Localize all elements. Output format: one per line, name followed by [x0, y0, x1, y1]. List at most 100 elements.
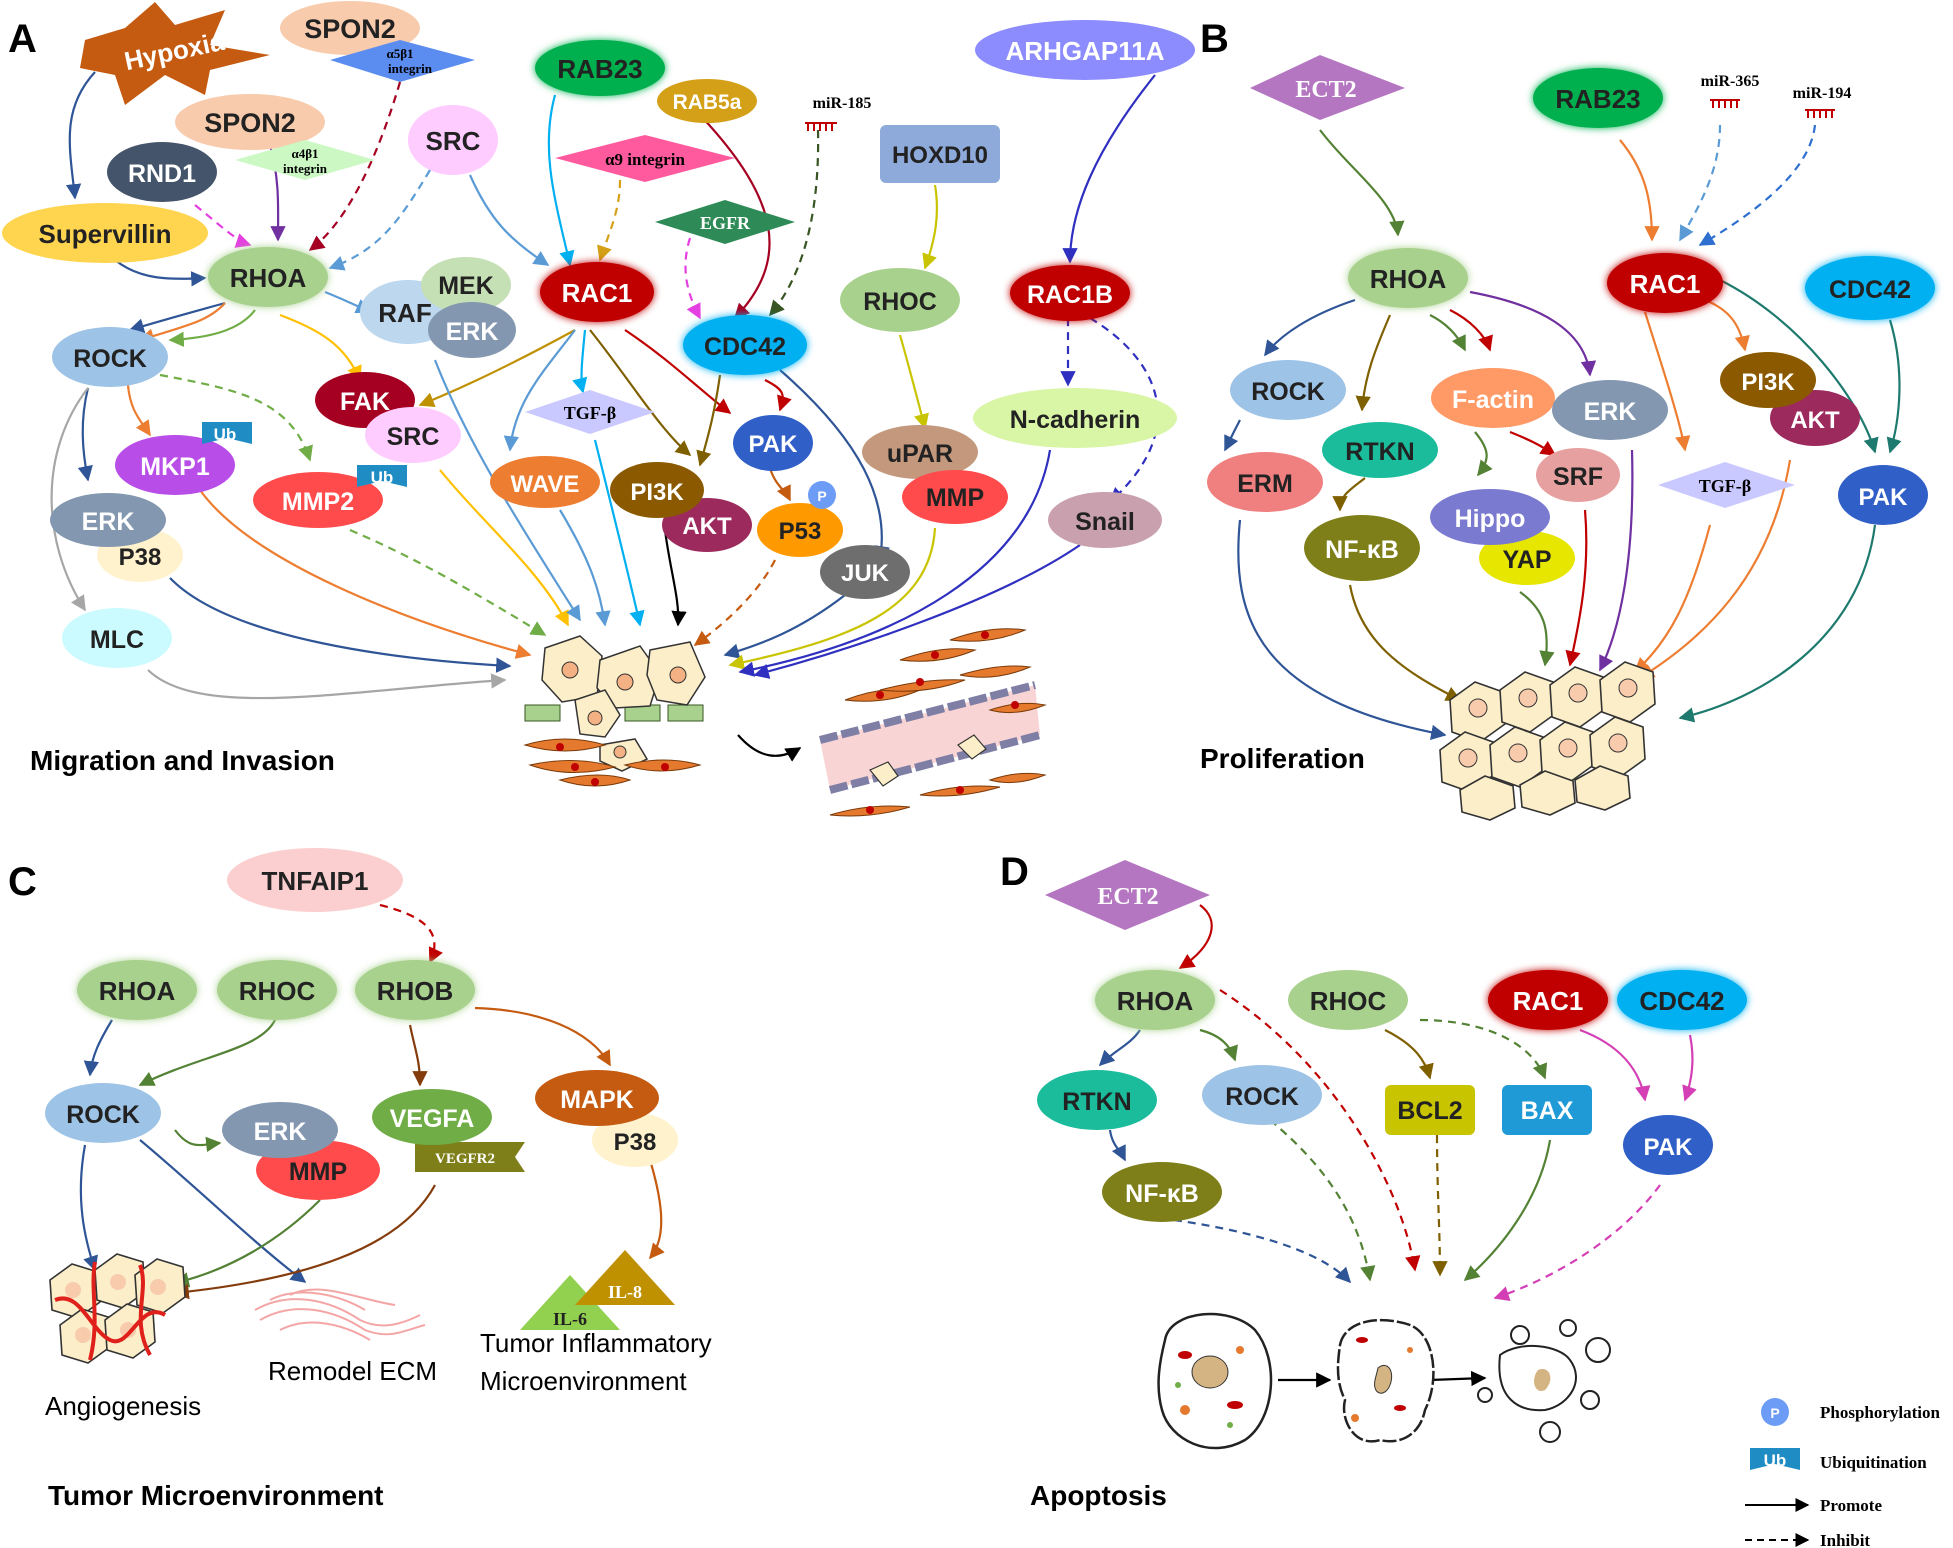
hippo-yap-node: YAP Hippo: [1430, 489, 1575, 585]
svg-text:CDC42: CDC42: [704, 333, 786, 361]
pi3k-akt-node-b: AKT PI3K: [1720, 352, 1860, 446]
arrow-rac1-pak: [624, 329, 732, 414]
svg-text:Ub: Ub: [371, 468, 394, 487]
svg-text:SRC: SRC: [387, 423, 440, 451]
angiogenesis-label: Angiogenesis: [45, 1391, 201, 1421]
rab23-node-a: RAB23: [535, 40, 665, 96]
arrow-rhoa-rock-c: [83, 1019, 113, 1077]
arrow-egfr-cdc42: [684, 237, 701, 320]
rtkn-node-d: RTKN: [1037, 1070, 1157, 1130]
src-node: SRC: [408, 105, 498, 175]
arrow-mir185-cdc42: [768, 129, 820, 317]
arrow-pak-apop: [1493, 1184, 1661, 1302]
arrow-rac1-pak-b: [1719, 279, 1879, 454]
tgfb-node-a: TGF-β: [525, 390, 655, 434]
remodel-ecm-label: Remodel ECM: [268, 1356, 437, 1386]
apoptosis-illustration: [1157, 1312, 1611, 1450]
arrow-rock-apop: [1269, 1119, 1376, 1282]
svg-text:α5β1: α5β1: [386, 46, 413, 61]
arrow-tgfb-cells: [593, 439, 645, 627]
svg-text:α4β1: α4β1: [291, 146, 318, 161]
cdc42-node-b: CDC42: [1805, 256, 1935, 320]
fak-src-node: FAK SRC: [315, 372, 461, 463]
panel-a-caption: Migration and Invasion: [30, 745, 335, 776]
svg-text:ROCK: ROCK: [73, 345, 147, 373]
svg-text:Ub: Ub: [1764, 1451, 1787, 1470]
svg-text:RND1: RND1: [128, 160, 196, 188]
rac1-node-d: RAC1: [1488, 970, 1608, 1030]
proliferating-cells-illustration: [1439, 661, 1656, 821]
panel-b-caption: Proliferation: [1200, 743, 1365, 774]
arrow-p38-cells: [169, 577, 512, 673]
arrow-rock-mlc: [50, 387, 89, 612]
arrow-cdc42-juk: [779, 369, 890, 562]
a9-integrin-node: α9 integrin: [555, 135, 735, 182]
rhoc-node-d: RHOC: [1288, 970, 1408, 1030]
svg-text:P38: P38: [119, 544, 162, 571]
ubiquitination-icon: [1750, 1448, 1800, 1470]
arrow-rac1-tgfb: [572, 329, 588, 394]
arrow-nfkb-cells: [1348, 584, 1462, 701]
arrow-p53-cells: [693, 559, 776, 646]
legend-promote: Promote: [1745, 1496, 1882, 1515]
arrow-mmp-angio: [173, 1199, 321, 1288]
arrow-mmp-cells: [728, 527, 937, 670]
ecm-illustration: [254, 1288, 426, 1341]
svg-text:Ubiquitination: Ubiquitination: [1820, 1453, 1927, 1472]
mlc-node: MLC: [62, 608, 172, 668]
panel-c: C TNFAIP1 RHOA RHOC RHOB: [8, 848, 712, 1511]
svg-text:MEK: MEK: [438, 272, 494, 300]
arrow-arhgap-rac1b: [1062, 74, 1156, 264]
arrow-yap-cells: [1519, 591, 1555, 667]
svg-text:Hippo: Hippo: [1455, 505, 1526, 533]
p53-node: P53 P: [757, 481, 843, 557]
mkp1-node: MKP1 Ub: [115, 422, 252, 495]
svg-text:AKT: AKT: [1790, 407, 1840, 434]
pi3k-akt-node-a: AKT PI3K: [610, 462, 752, 552]
arrow-mlc-cells: [147, 669, 507, 700]
arrow-mmp2-cells: [349, 528, 547, 636]
svg-text:RAC1: RAC1: [562, 278, 633, 308]
arrow-nfkb-apop: [1159, 1216, 1352, 1284]
panel-b: B: [1200, 17, 1935, 821]
arrow-rock-ecm: [139, 1139, 307, 1283]
svg-text:TNFAIP1: TNFAIP1: [262, 866, 369, 896]
panel-b-letter: B: [1200, 17, 1229, 61]
arrow-rhoc-upar: [898, 334, 929, 430]
svg-text:F-actin: F-actin: [1452, 386, 1534, 414]
arrow-p38-il: [648, 1159, 665, 1260]
arrow-rhoa-rtkn: [1355, 314, 1392, 412]
rab23-node-b: RAB23: [1533, 68, 1663, 128]
arrow-mir365-rac1: [1679, 124, 1722, 242]
svg-text:SPON2: SPON2: [204, 108, 296, 138]
arrow-src-rac1: [468, 174, 550, 266]
mapk-p38-node: P38 MAPK: [535, 1070, 678, 1167]
svg-text:ARHGAP11A: ARHGAP11A: [1006, 36, 1165, 66]
svg-text:P53: P53: [779, 518, 822, 545]
arrow-rhoa-apop: [1219, 989, 1421, 1272]
svg-text:RAC1B: RAC1B: [1027, 281, 1113, 309]
arrow-rtkn-nfkb-d: [1108, 1129, 1126, 1162]
svg-text:PI3K: PI3K: [630, 479, 684, 506]
arrow-rnd1-rhoa: [194, 204, 252, 248]
nfkb-node-b: NF-κB: [1304, 515, 1420, 581]
arrow-rhoa-rock-d: [1199, 1028, 1238, 1062]
svg-text:ECT2: ECT2: [1295, 77, 1356, 103]
arrow-bax-apop: [1463, 1139, 1552, 1282]
egfr-node: EGFR: [655, 200, 795, 244]
arrow-cdc42-pak: [764, 379, 792, 412]
svg-text:TGF-β: TGF-β: [564, 403, 616, 423]
svg-text:HOXD10: HOXD10: [892, 142, 988, 169]
rhob-node: RHOB: [355, 960, 475, 1020]
svg-text:RAB5a: RAB5a: [673, 91, 742, 114]
panel-d-letter: D: [1000, 850, 1029, 894]
rhoc-node-a: RHOC: [840, 268, 960, 332]
svg-text:CDC42: CDC42: [1639, 986, 1724, 1016]
svg-text:PAK: PAK: [1859, 484, 1909, 511]
supervillin-node: Supervillin: [2, 203, 208, 263]
svg-text:Snail: Snail: [1075, 508, 1135, 536]
arrow-ect2-rhoa-d: [1178, 904, 1213, 969]
svg-text:NF-κB: NF-κB: [1325, 536, 1399, 564]
rock-node-a: ROCK: [52, 327, 168, 387]
svg-text:N-cadherin: N-cadherin: [1010, 406, 1141, 434]
